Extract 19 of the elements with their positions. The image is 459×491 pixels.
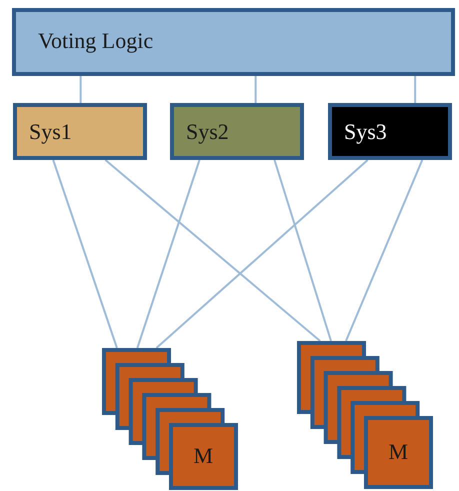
system-box: [13, 103, 147, 160]
title-label: Voting Logic: [38, 28, 154, 54]
system-box: [328, 103, 452, 160]
system-box: [170, 103, 304, 160]
connector-line: [345, 160, 424, 342]
connector-line: [274, 160, 332, 342]
connector-line: [414, 76, 416, 103]
system-label: Sys1: [29, 119, 72, 145]
connector-line: [254, 76, 257, 103]
logic-box: [12, 8, 455, 76]
connector-line: [80, 76, 82, 103]
system-label: Sys2: [186, 119, 229, 145]
connector-line: [136, 160, 200, 348]
module-label: M: [194, 442, 214, 468]
system-label: Sys3: [344, 119, 387, 145]
connector-line: [156, 159, 368, 349]
connector-line: [52, 160, 118, 348]
module-label: M: [388, 438, 408, 464]
connector-line: [104, 159, 321, 342]
